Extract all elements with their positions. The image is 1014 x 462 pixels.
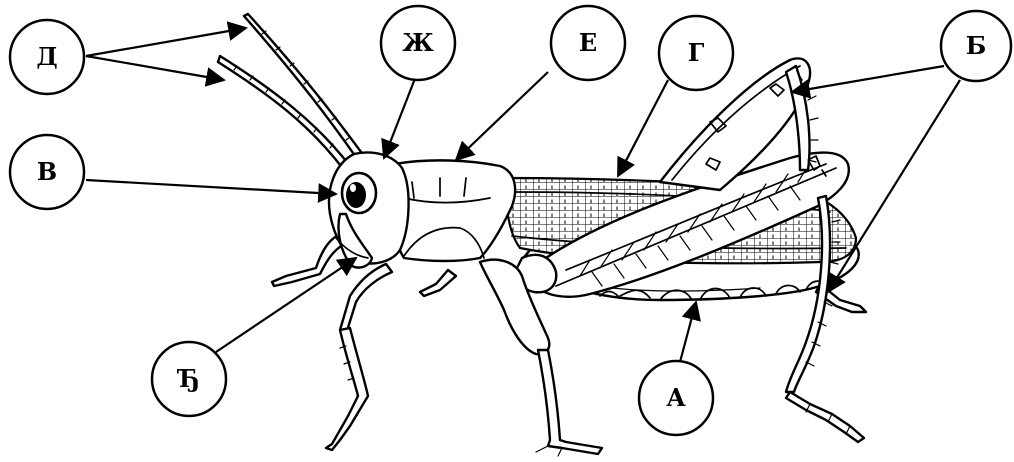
- pointer-a: [680, 302, 696, 362]
- label-zh: Ж: [381, 6, 455, 80]
- front-leg: [326, 264, 392, 450]
- pointer-b-1: [792, 66, 944, 92]
- label-e-text: Е: [579, 28, 597, 57]
- pointer-b-2: [828, 80, 960, 292]
- pointer-d-1: [86, 28, 246, 56]
- compound-eye: [342, 173, 376, 213]
- head: [329, 153, 409, 268]
- grasshopper-illustration: [218, 14, 866, 456]
- pointer-v: [86, 180, 336, 194]
- label-v: В: [10, 135, 84, 209]
- label-g-text: Г: [688, 38, 705, 67]
- pointer-e: [456, 72, 548, 160]
- label-dj: Ђ: [152, 342, 226, 416]
- label-b-text: Б: [966, 31, 987, 60]
- label-zh-text: Ж: [402, 28, 434, 57]
- pronotum: [391, 160, 515, 261]
- pointer-g: [618, 80, 668, 176]
- label-b: Б: [941, 11, 1011, 81]
- pointer-d-2: [86, 56, 224, 80]
- antennae: [218, 14, 364, 170]
- label-g: Г: [659, 16, 733, 90]
- pointer-dj: [216, 258, 356, 352]
- label-dj-text: Ђ: [176, 364, 200, 393]
- label-a-text: А: [666, 383, 686, 412]
- label-a: А: [639, 361, 713, 435]
- label-d-text: Д: [36, 42, 57, 71]
- label-e: Е: [551, 6, 625, 80]
- label-v-text: В: [37, 157, 57, 186]
- pointer-zh: [384, 76, 416, 158]
- label-d: Д: [10, 20, 84, 94]
